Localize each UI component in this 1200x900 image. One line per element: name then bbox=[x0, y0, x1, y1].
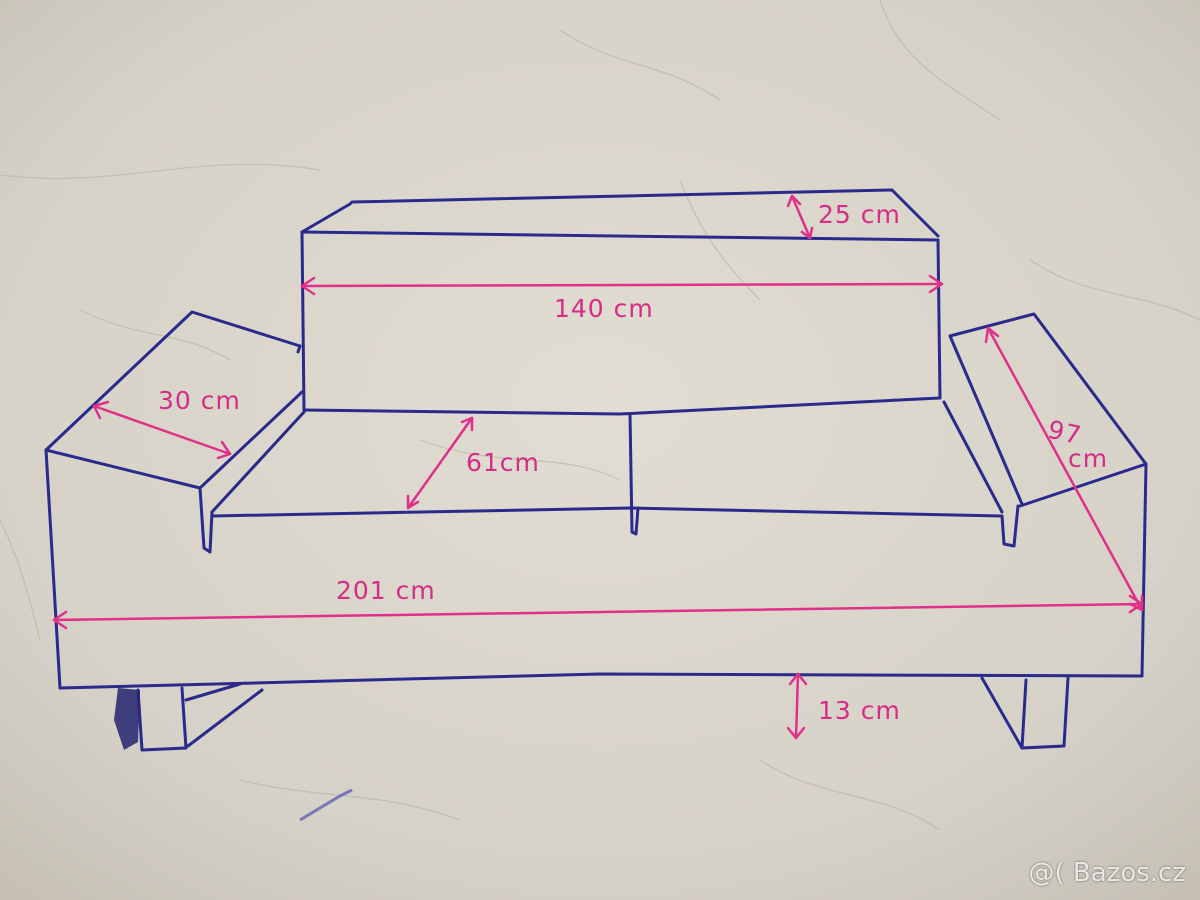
seat-divider bbox=[628, 412, 640, 536]
left-arm-top bbox=[44, 310, 302, 452]
body-left-side bbox=[44, 448, 62, 690]
arrow-backrest-width bbox=[300, 274, 944, 296]
arrow-cushion-thickness bbox=[786, 194, 814, 240]
label-depth-line2: cm bbox=[1068, 444, 1109, 473]
sofa-outline bbox=[44, 188, 1148, 752]
right-leg bbox=[980, 676, 1070, 750]
right-arm-top bbox=[948, 312, 1148, 466]
backrest-right-edge bbox=[936, 238, 942, 400]
body-right-side bbox=[1140, 462, 1148, 678]
label-total-width: 201 cm bbox=[336, 576, 436, 605]
right-leg-side bbox=[1020, 678, 1028, 750]
left-arm-inner bbox=[198, 344, 304, 490]
dimension-arrows bbox=[52, 194, 1144, 740]
arrow-total-depth bbox=[984, 326, 1144, 612]
right-arm-front bbox=[1018, 462, 1148, 508]
label-cushion-thickness: 25 cm bbox=[818, 200, 901, 229]
arrow-armrest-width bbox=[92, 400, 232, 460]
backrest-left-edge bbox=[300, 230, 306, 412]
left-leg-side bbox=[184, 682, 264, 748]
seat-back-line bbox=[302, 396, 942, 416]
label-backrest-width: 140 cm bbox=[554, 294, 654, 323]
backrest-top-outline bbox=[300, 188, 940, 238]
right-arm-inner-drop bbox=[1000, 504, 1020, 548]
backrest-top-edge bbox=[300, 230, 940, 242]
left-arm-inner-side bbox=[210, 410, 306, 514]
arrow-total-width bbox=[52, 594, 1144, 630]
right-arm-inner-side bbox=[942, 400, 1004, 514]
watermark: @( Bazos.cz bbox=[1028, 858, 1187, 888]
left-arm-front bbox=[44, 448, 202, 490]
right-arm-inner bbox=[948, 334, 1024, 506]
label-armrest-width: 30 cm bbox=[158, 386, 241, 415]
arrow-seat-depth bbox=[406, 416, 474, 510]
seat-front-line bbox=[210, 506, 1004, 518]
ink-blot bbox=[114, 688, 140, 750]
arrow-leg-height bbox=[786, 672, 808, 740]
left-leg bbox=[136, 686, 188, 752]
left-arm-inner-drop bbox=[198, 486, 214, 554]
label-leg-height: 13 cm bbox=[818, 696, 901, 725]
paper-creases bbox=[0, 0, 1200, 831]
label-seat-depth: 61cm bbox=[466, 448, 540, 477]
pen-scribble bbox=[299, 788, 353, 822]
